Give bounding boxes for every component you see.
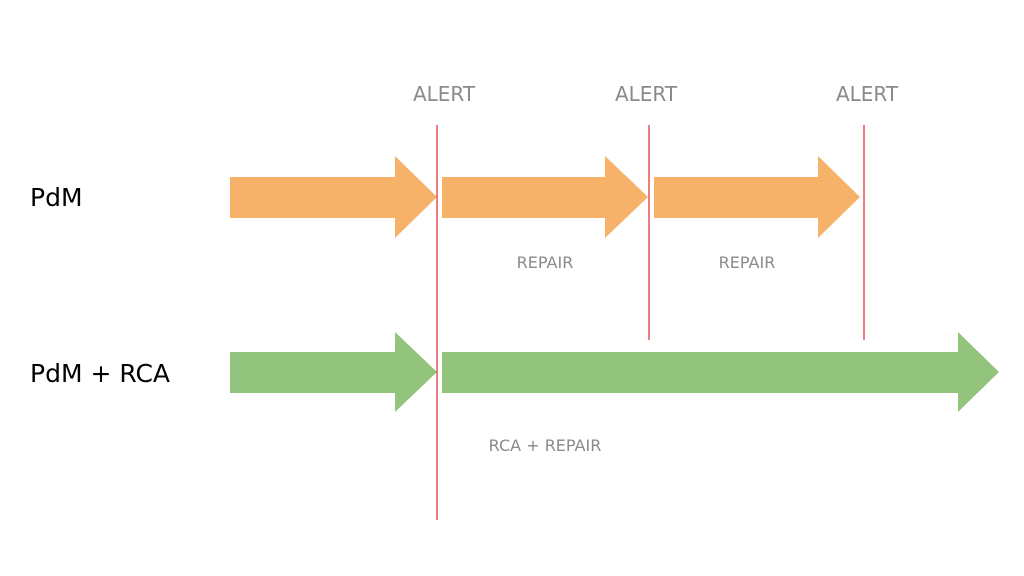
- row-label-pdm: PdM: [30, 183, 83, 212]
- alert-label-3: ALERT: [835, 82, 899, 106]
- rca-arrow-1: [230, 332, 437, 412]
- repair-label-2: REPAIR: [718, 253, 776, 272]
- repair-label-1: REPAIR: [516, 253, 574, 272]
- rca-repair-label: RCA + REPAIR: [488, 436, 602, 455]
- rca-arrow-2: [442, 332, 999, 412]
- alert-label-1: ALERT: [412, 82, 476, 106]
- pdm-arrow-2: [442, 156, 648, 238]
- row-label-pdm-rca: PdM + RCA: [30, 359, 171, 388]
- pdm-arrow-3: [654, 156, 860, 238]
- pdm-arrow-1: [230, 156, 437, 238]
- alert-label-2: ALERT: [614, 82, 678, 106]
